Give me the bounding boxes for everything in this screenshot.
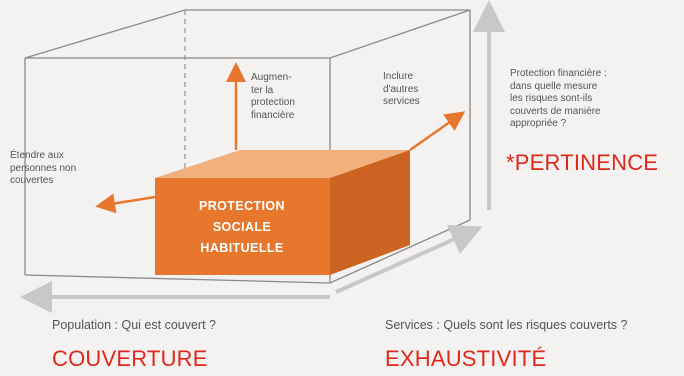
left-arrow: [95, 193, 156, 214]
vertical-axis-question: Protection financière : dans quelle mesu…: [510, 68, 607, 129]
up-arrow-label: Augmen- ter la protection financière: [251, 72, 295, 121]
services-axis-question: Services : Quels sont les risques couver…: [385, 318, 628, 332]
inner-box-side: [330, 150, 410, 275]
services-axis-arrow: [335, 224, 483, 294]
left-arrow-label: Étendre aux personnes non couvertes: [10, 150, 77, 186]
right-arrow: [409, 111, 466, 152]
vertical-axis-title: *PERTINENCE: [506, 150, 659, 175]
right-arrow-label: Inclure d'autres services: [383, 71, 420, 107]
population-axis-title: COUVERTURE: [52, 346, 208, 371]
inner-box-front: [155, 178, 330, 275]
inner-box-label: PROTECTION SOCIALE HABITUELLE: [199, 199, 285, 255]
services-axis-title: EXHAUSTIVITÉ: [385, 346, 547, 371]
inner-box: [155, 150, 410, 275]
population-axis-question: Population : Qui est couvert ?: [52, 318, 216, 332]
inner-box-top: [155, 150, 410, 178]
